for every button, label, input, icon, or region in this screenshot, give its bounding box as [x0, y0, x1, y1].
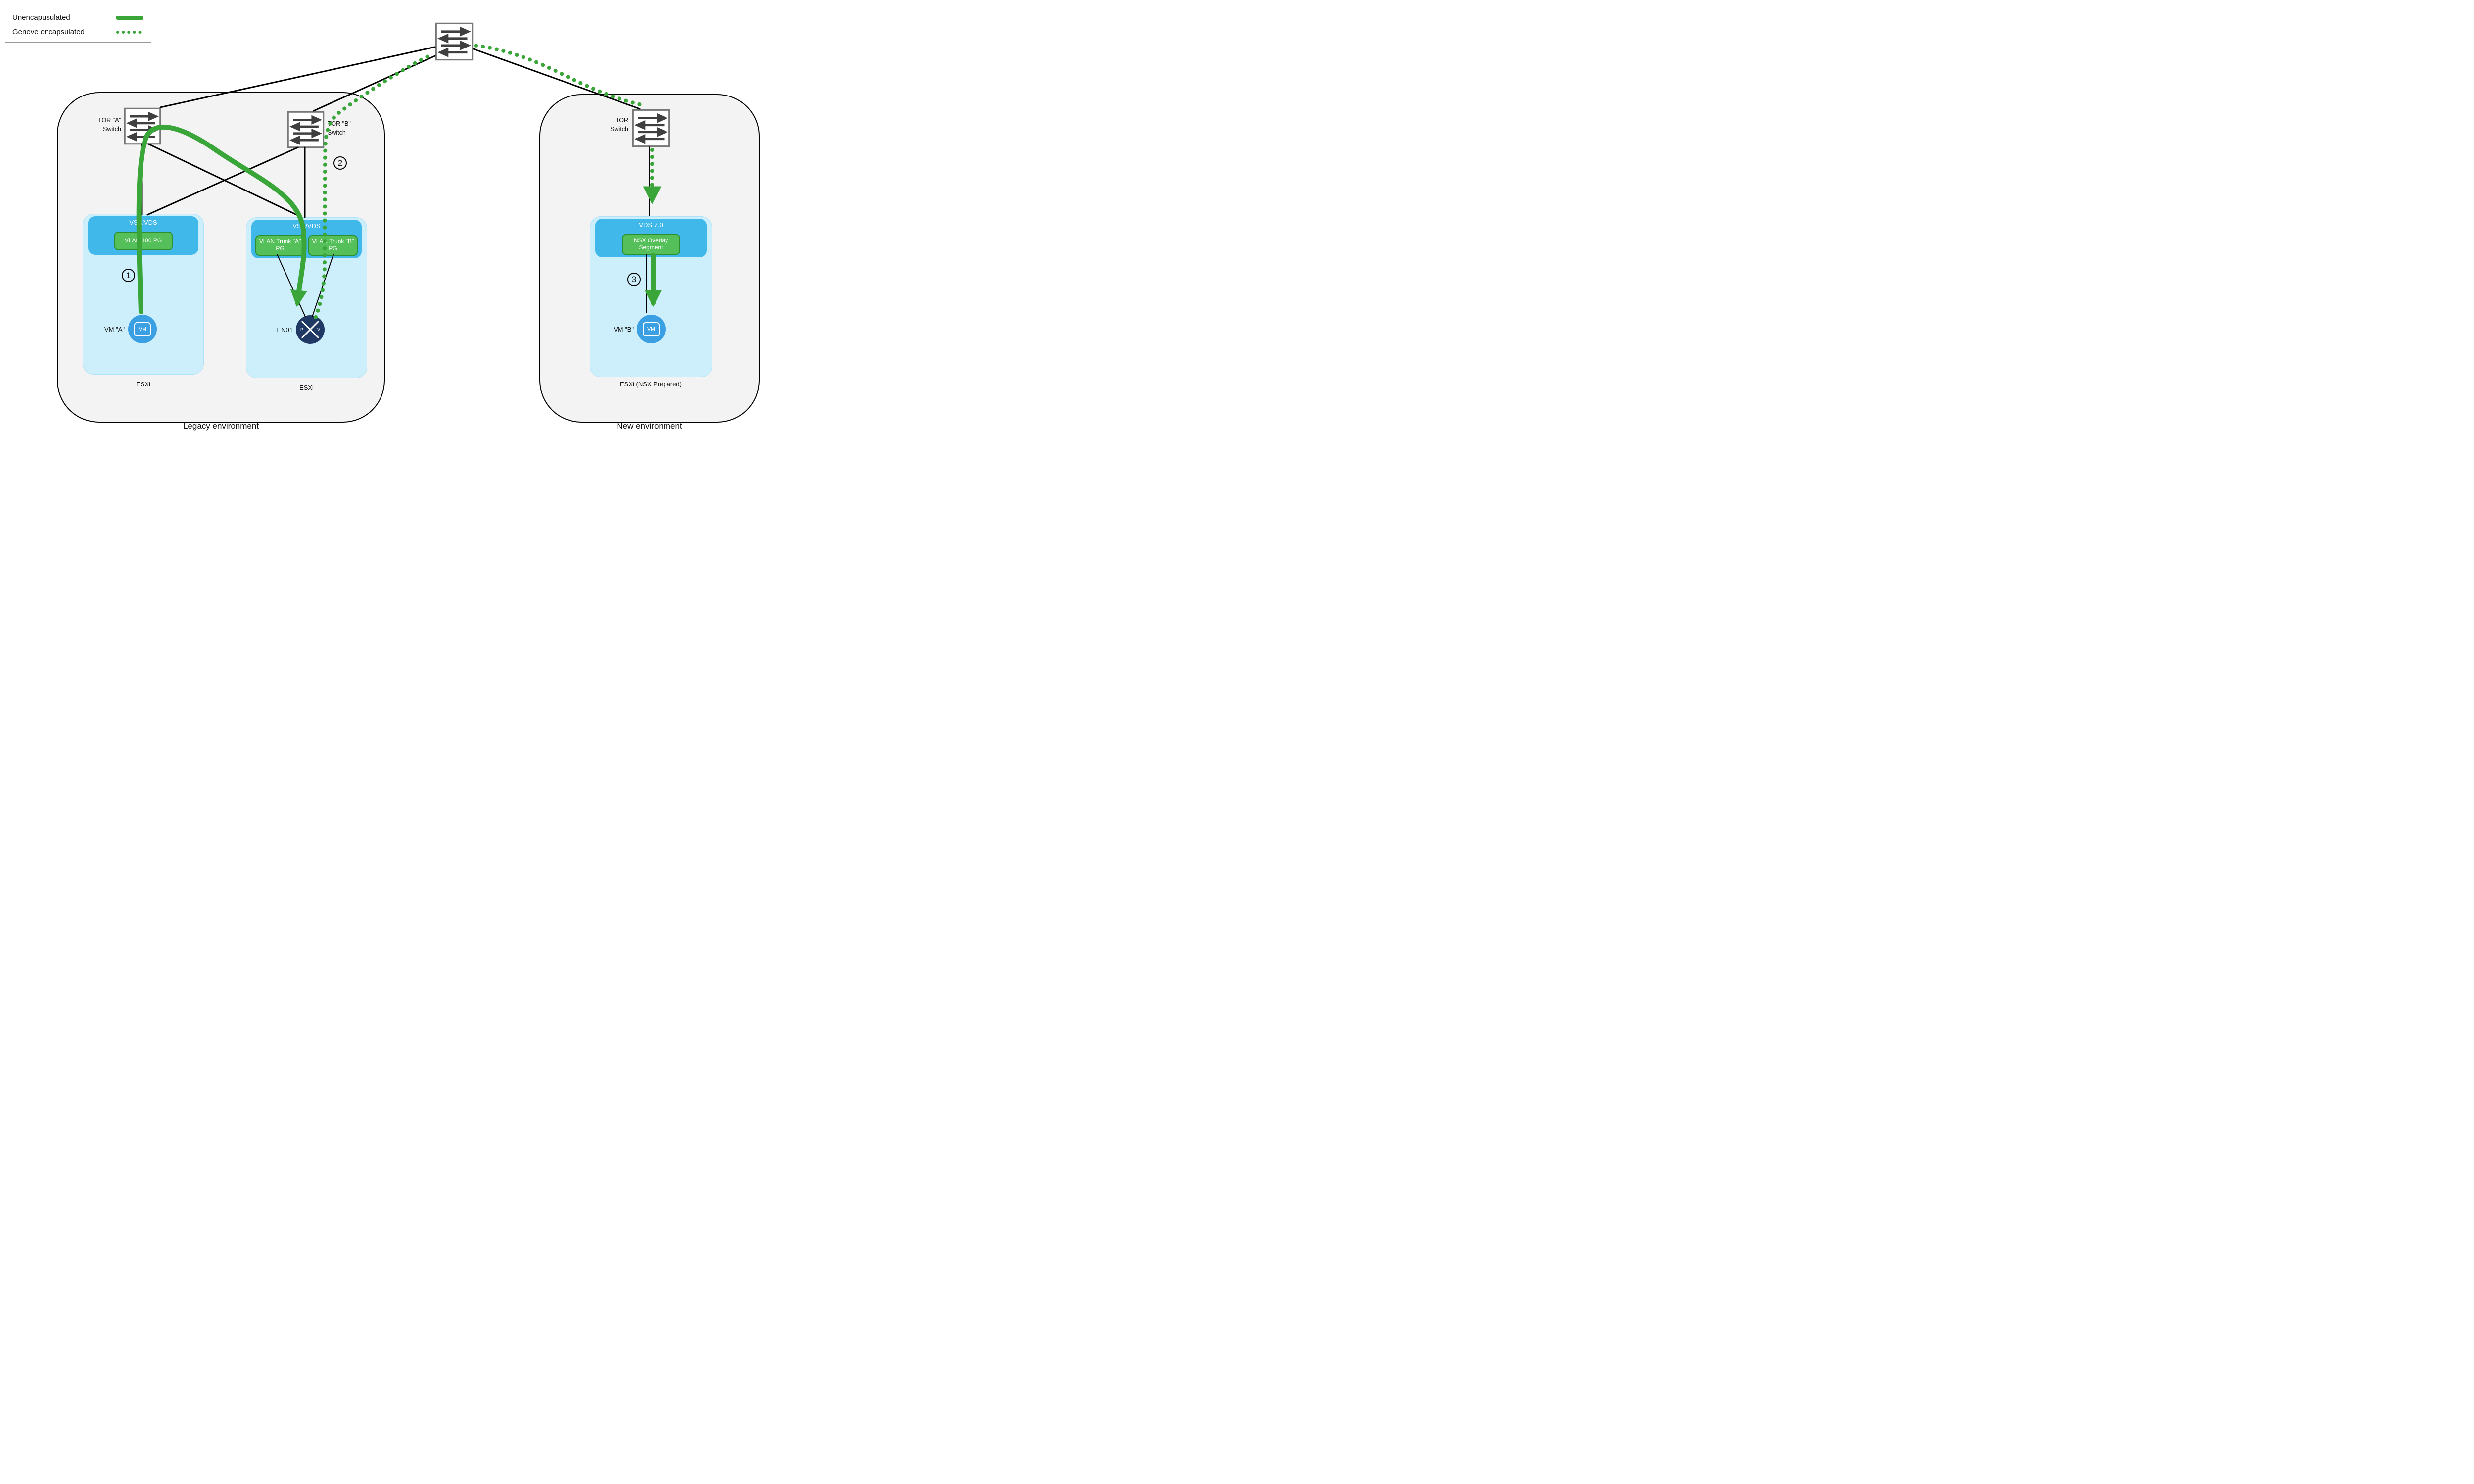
- spine-switch-icon: [434, 22, 474, 61]
- esxi-host-1: VSS/VDS VLAN 100 PG VM VM "A": [83, 214, 204, 375]
- host2-vswitch-label: VSS/VDS: [292, 222, 321, 230]
- tor-a-label: TOR "A" Switch: [60, 116, 121, 134]
- tor-b-label-line2: Switch: [328, 129, 346, 136]
- portgroup-nsx-overlay-segment: NSX Overlay Segment: [621, 234, 680, 255]
- vm-b-icon: VM: [637, 315, 666, 343]
- esxi-host-2: VSS/VDS VLAN Trunk "A" PG VLAN Trunk "B"…: [246, 217, 367, 378]
- legend-row-geneve: Geneve encapsulated: [12, 25, 144, 39]
- en01-label: EN01: [277, 326, 293, 334]
- step-2-badge: 2: [333, 156, 347, 170]
- host1-esxi-label: ESXi: [136, 381, 150, 388]
- vm-b-chip: VM: [643, 322, 660, 336]
- host1-vswitch-label: VSS/VDS: [129, 219, 157, 226]
- edge-node-letter-v: V: [317, 327, 320, 332]
- new-tor-label-line1: TOR: [615, 117, 628, 124]
- vm-a-chip: VM: [134, 322, 151, 336]
- vm-b-label: VM "B": [613, 326, 634, 333]
- legend: Unencapusulated Geneve encapsulated: [5, 6, 151, 43]
- host1-vswitch: VSS/VDS VLAN 100 PG: [88, 216, 198, 255]
- step-3-badge: 3: [627, 273, 641, 286]
- legend-label-geneve: Geneve encapsulated: [12, 28, 85, 36]
- portgroup-vlan100: VLAN 100 PG: [114, 232, 173, 250]
- tor-b-label-line1: TOR "B": [328, 120, 351, 127]
- host1-portgroup-row: VLAN 100 PG: [88, 232, 198, 250]
- new-environment-label: New environment: [617, 421, 682, 431]
- portgroup-vlan-trunk-a: VLAN Trunk "A" PG: [255, 235, 305, 256]
- new-environment-container: TOR Switch VDS 7.0 NSX Overlay Segment V…: [539, 94, 760, 423]
- tor-a-switch-icon: [124, 107, 161, 145]
- hostn-vswitch: VDS 7.0 NSX Overlay Segment: [595, 219, 707, 257]
- tor-b-switch-icon: [287, 111, 325, 148]
- vm-a-icon: VM: [128, 315, 157, 343]
- new-tor-label: TOR Switch: [572, 116, 628, 134]
- tor-a-label-line2: Switch: [103, 126, 121, 133]
- edge-node-letter-p: P: [300, 327, 304, 332]
- new-tor-label-line2: Switch: [610, 126, 628, 133]
- tor-b-label: TOR "B" Switch: [328, 119, 387, 137]
- host2-esxi-label: ESXi: [299, 384, 314, 391]
- hostn-portgroup-row: NSX Overlay Segment: [595, 234, 707, 255]
- legend-row-unencapsulated: Unencapusulated: [12, 10, 144, 25]
- solid-line-sample-icon: [116, 15, 143, 20]
- portgroup-vlan-trunk-b: VLAN Trunk "B" PG: [308, 235, 358, 256]
- legacy-environment-label: Legacy environment: [183, 421, 259, 431]
- hostn-vswitch-label: VDS 7.0: [639, 221, 663, 229]
- legend-label-unencapsulated: Unencapusulated: [12, 13, 70, 22]
- tor-a-label-line1: TOR "A": [98, 117, 121, 124]
- diagram-canvas: Unencapusulated Geneve encapsulated TOR …: [0, 0, 765, 431]
- edge-node-cross-icon: [301, 320, 320, 339]
- edge-node-en01-icon: P V: [296, 315, 325, 344]
- vm-a-label: VM "A": [104, 326, 125, 333]
- esxi-host-nsx: VDS 7.0 NSX Overlay Segment VM VM "B": [590, 216, 712, 377]
- host2-portgroup-row: VLAN Trunk "A" PG VLAN Trunk "B" PG: [251, 235, 362, 256]
- host2-vswitch: VSS/VDS VLAN Trunk "A" PG VLAN Trunk "B"…: [251, 220, 362, 258]
- new-tor-switch-icon: [632, 109, 670, 147]
- hostn-esxi-label: ESXi (NSX Prepared): [620, 381, 682, 388]
- step-1-badge: 1: [122, 269, 135, 282]
- legacy-environment-container: TOR "A" Switch TOR "B" Switch VSS/VDS VL…: [57, 92, 385, 423]
- dotted-line-sample-icon: [116, 30, 143, 34]
